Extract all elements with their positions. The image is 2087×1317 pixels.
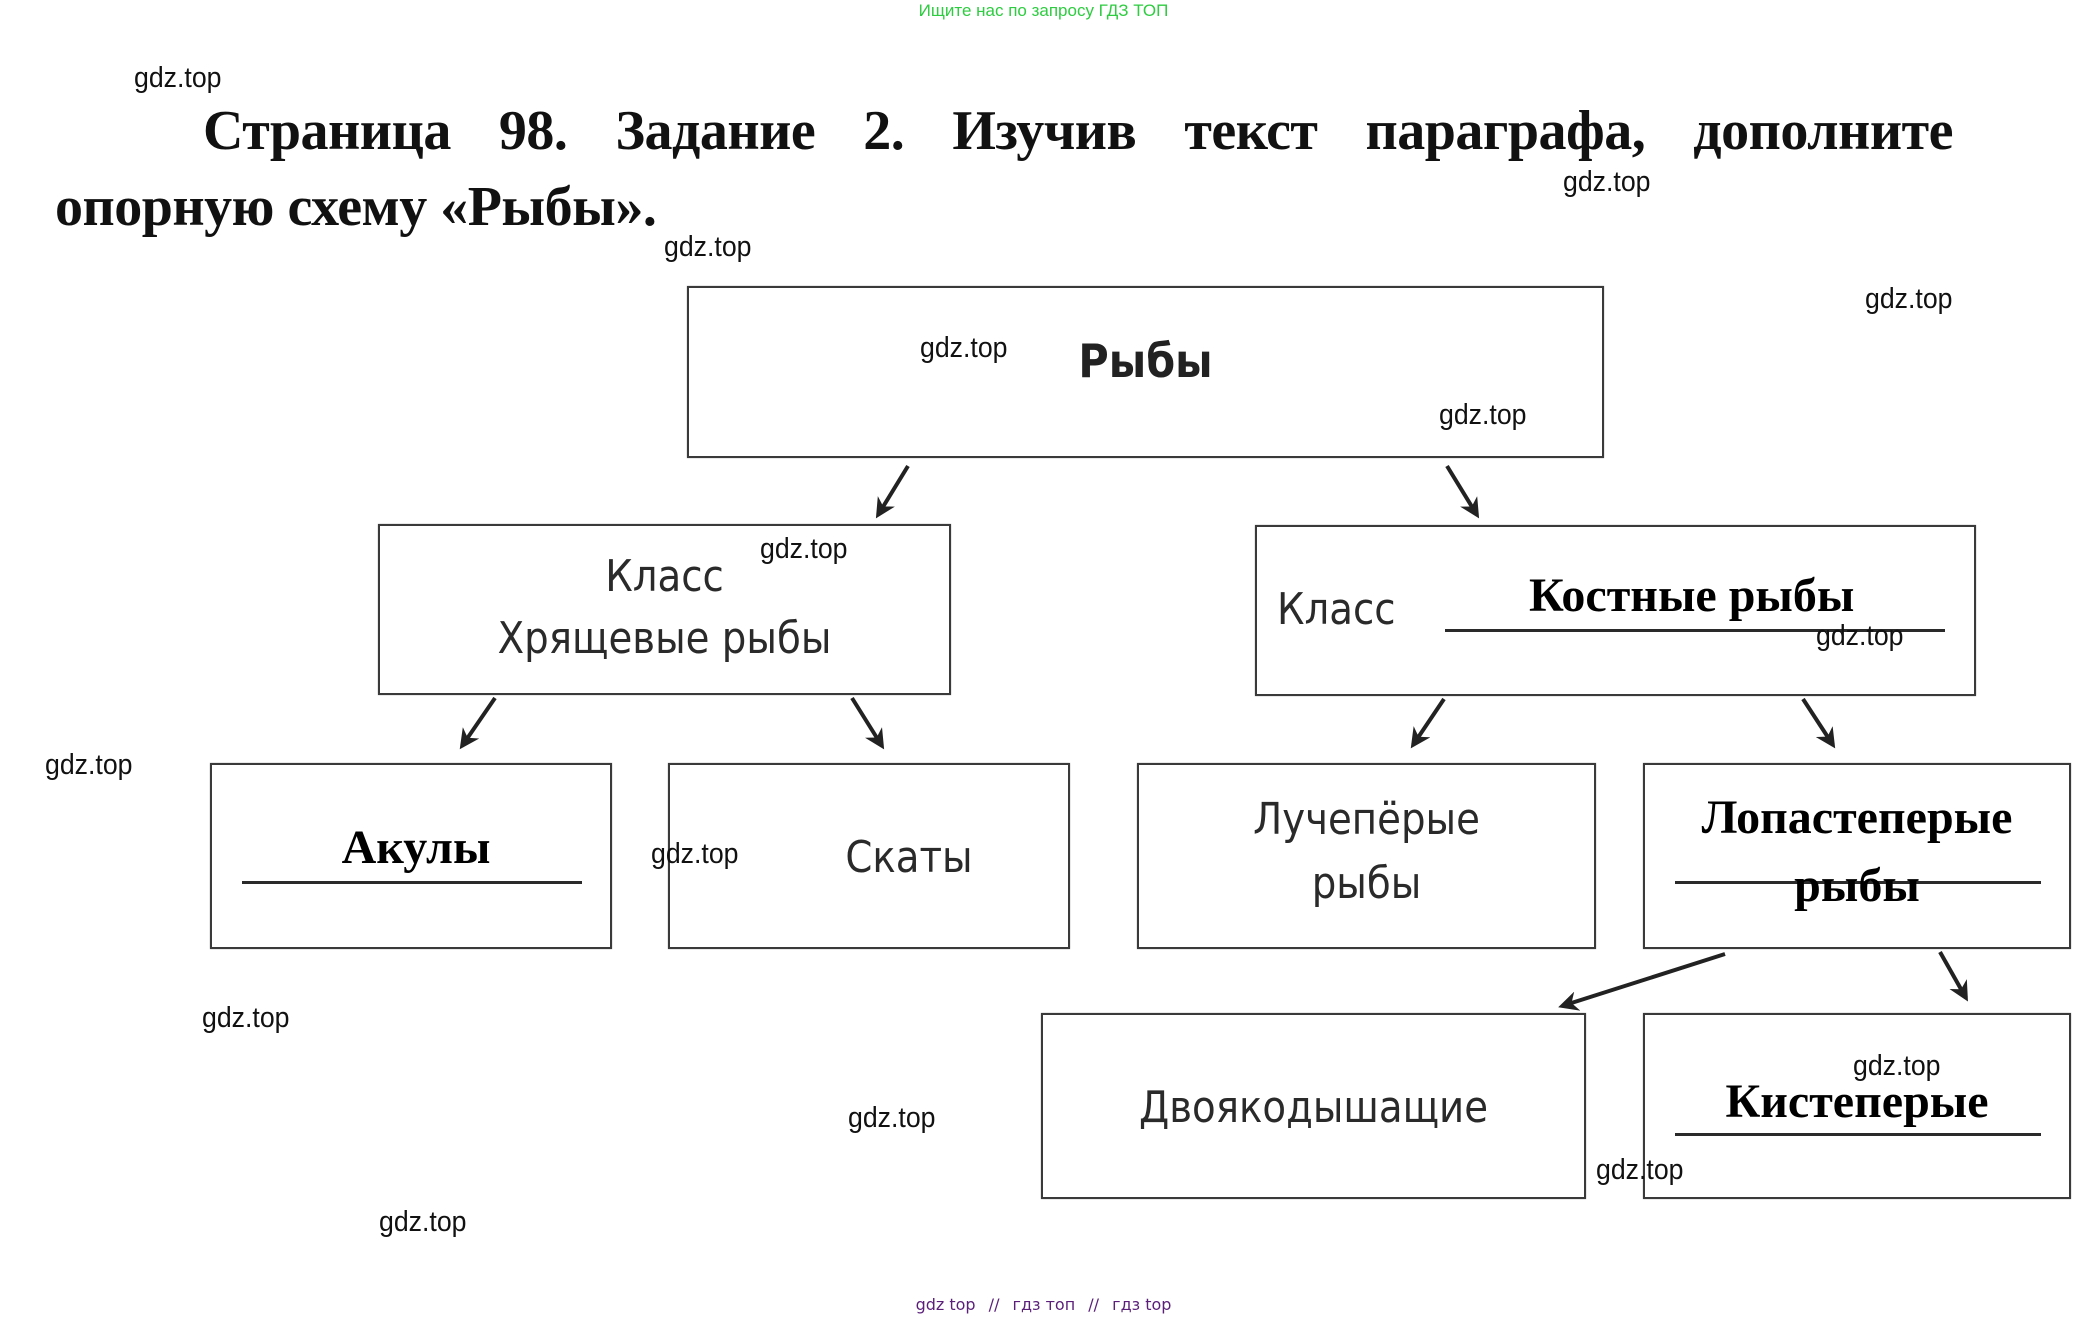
- class-name-label: Хрящевые рыбы: [497, 613, 832, 664]
- title-word: текст: [1184, 100, 1318, 162]
- sharks-box: Акулы: [210, 763, 612, 949]
- watermark: gdz.top: [1596, 1154, 1684, 1186]
- search-banner: Ищите нас по запросу ГДЗ ТОП: [918, 1, 1169, 20]
- ray-finned-box: Лучепёрые рыбы: [1137, 763, 1596, 949]
- watermark: gdz.top: [1865, 283, 1953, 315]
- footer-link[interactable]: гдз топ: [1012, 1295, 1076, 1314]
- ray-finned-label-line-1: Лучепёрые: [1253, 794, 1480, 845]
- class-prefix-label: Класс: [1277, 584, 1396, 635]
- title-word: Изучив: [952, 100, 1137, 162]
- watermark: gdz.top: [1439, 399, 1527, 431]
- footer-links: gdz top // гдз топ // гдз top: [0, 1294, 2087, 1316]
- root-box: Рыбы: [687, 286, 1604, 458]
- title-word: Задание: [615, 100, 816, 162]
- watermark: gdz.top: [1563, 166, 1651, 198]
- watermark: gdz.top: [1816, 620, 1904, 652]
- title-word: дополните: [1693, 100, 1953, 162]
- arrow-cartilaginous-to-rays: [850, 696, 885, 750]
- lungfish-label: Двоякодышащие: [1138, 1082, 1489, 1133]
- footer-link[interactable]: gdz top: [915, 1295, 976, 1314]
- lobe-finned-answer-line-2: рыбы: [1794, 859, 1920, 912]
- title-word: Страница: [203, 100, 451, 162]
- watermark: gdz.top: [379, 1206, 467, 1238]
- answer-underline: [242, 881, 582, 884]
- footer-separator: //: [988, 1295, 1000, 1314]
- footer-separator: //: [1088, 1295, 1100, 1314]
- arrow-bony-to-ray-finned: [1410, 697, 1446, 749]
- footer-link[interactable]: гдз top: [1112, 1295, 1172, 1314]
- watermark: gdz.top: [202, 1002, 290, 1034]
- title-word: 98.: [498, 100, 568, 162]
- answer-underline: [1445, 629, 1945, 632]
- watermark: gdz.top: [848, 1102, 936, 1134]
- watermark: gdz.top: [760, 533, 848, 565]
- title-word: параграфа,: [1365, 100, 1646, 162]
- watermark: gdz.top: [1853, 1050, 1941, 1082]
- coelacanths-answer-text: Кистеперые: [1725, 1075, 1989, 1128]
- rays-label: Скаты: [845, 832, 973, 883]
- sharks-answer-text: Акулы: [341, 821, 491, 874]
- arrow-lobe-to-coelacanths: [1938, 951, 1968, 1002]
- title-word: 2.: [863, 100, 905, 162]
- class-bony-box: Класс Костные рыбы: [1255, 525, 1976, 696]
- lungfish-box: Двоякодышащие: [1041, 1013, 1586, 1199]
- class-prefix-label: Класс: [605, 551, 724, 602]
- arrow-cartilaginous-to-sharks: [459, 696, 497, 750]
- lobe-finned-box: Лопастеперые рыбы: [1643, 763, 2071, 949]
- arrow-root-to-cartilaginous: [875, 464, 910, 519]
- lobe-finned-answer-line-1: Лопастеперые: [1701, 791, 2013, 844]
- answer-underline: [1675, 1133, 2041, 1136]
- watermark: gdz.top: [920, 332, 1008, 364]
- watermark: gdz.top: [651, 838, 739, 870]
- arrow-root-to-bony: [1445, 464, 1480, 519]
- class-cartilaginous-box: Класс Хрящевые рыбы: [378, 524, 951, 695]
- watermark: gdz.top: [45, 749, 133, 781]
- rays-box: Скаты: [668, 763, 1070, 949]
- watermark: gdz.top: [134, 62, 222, 94]
- class-answer-text: Костные рыбы: [1529, 569, 1855, 622]
- task-title-line-1: Страница 98. Задание 2. Изучив текст пар…: [203, 92, 1953, 170]
- arrow-bony-to-lobe-finned: [1801, 697, 1836, 749]
- answer-underline: [1675, 881, 2041, 884]
- watermark: gdz.top: [664, 231, 752, 263]
- task-title-line-2: опорную схему «Рыбы».: [55, 176, 657, 238]
- coelacanths-box: Кистеперые: [1643, 1013, 2071, 1199]
- root-label: Рыбы: [1078, 334, 1213, 388]
- arrow-lobe-to-lungfish: [1558, 952, 1726, 1011]
- ray-finned-label-line-2: рыбы: [1311, 858, 1422, 909]
